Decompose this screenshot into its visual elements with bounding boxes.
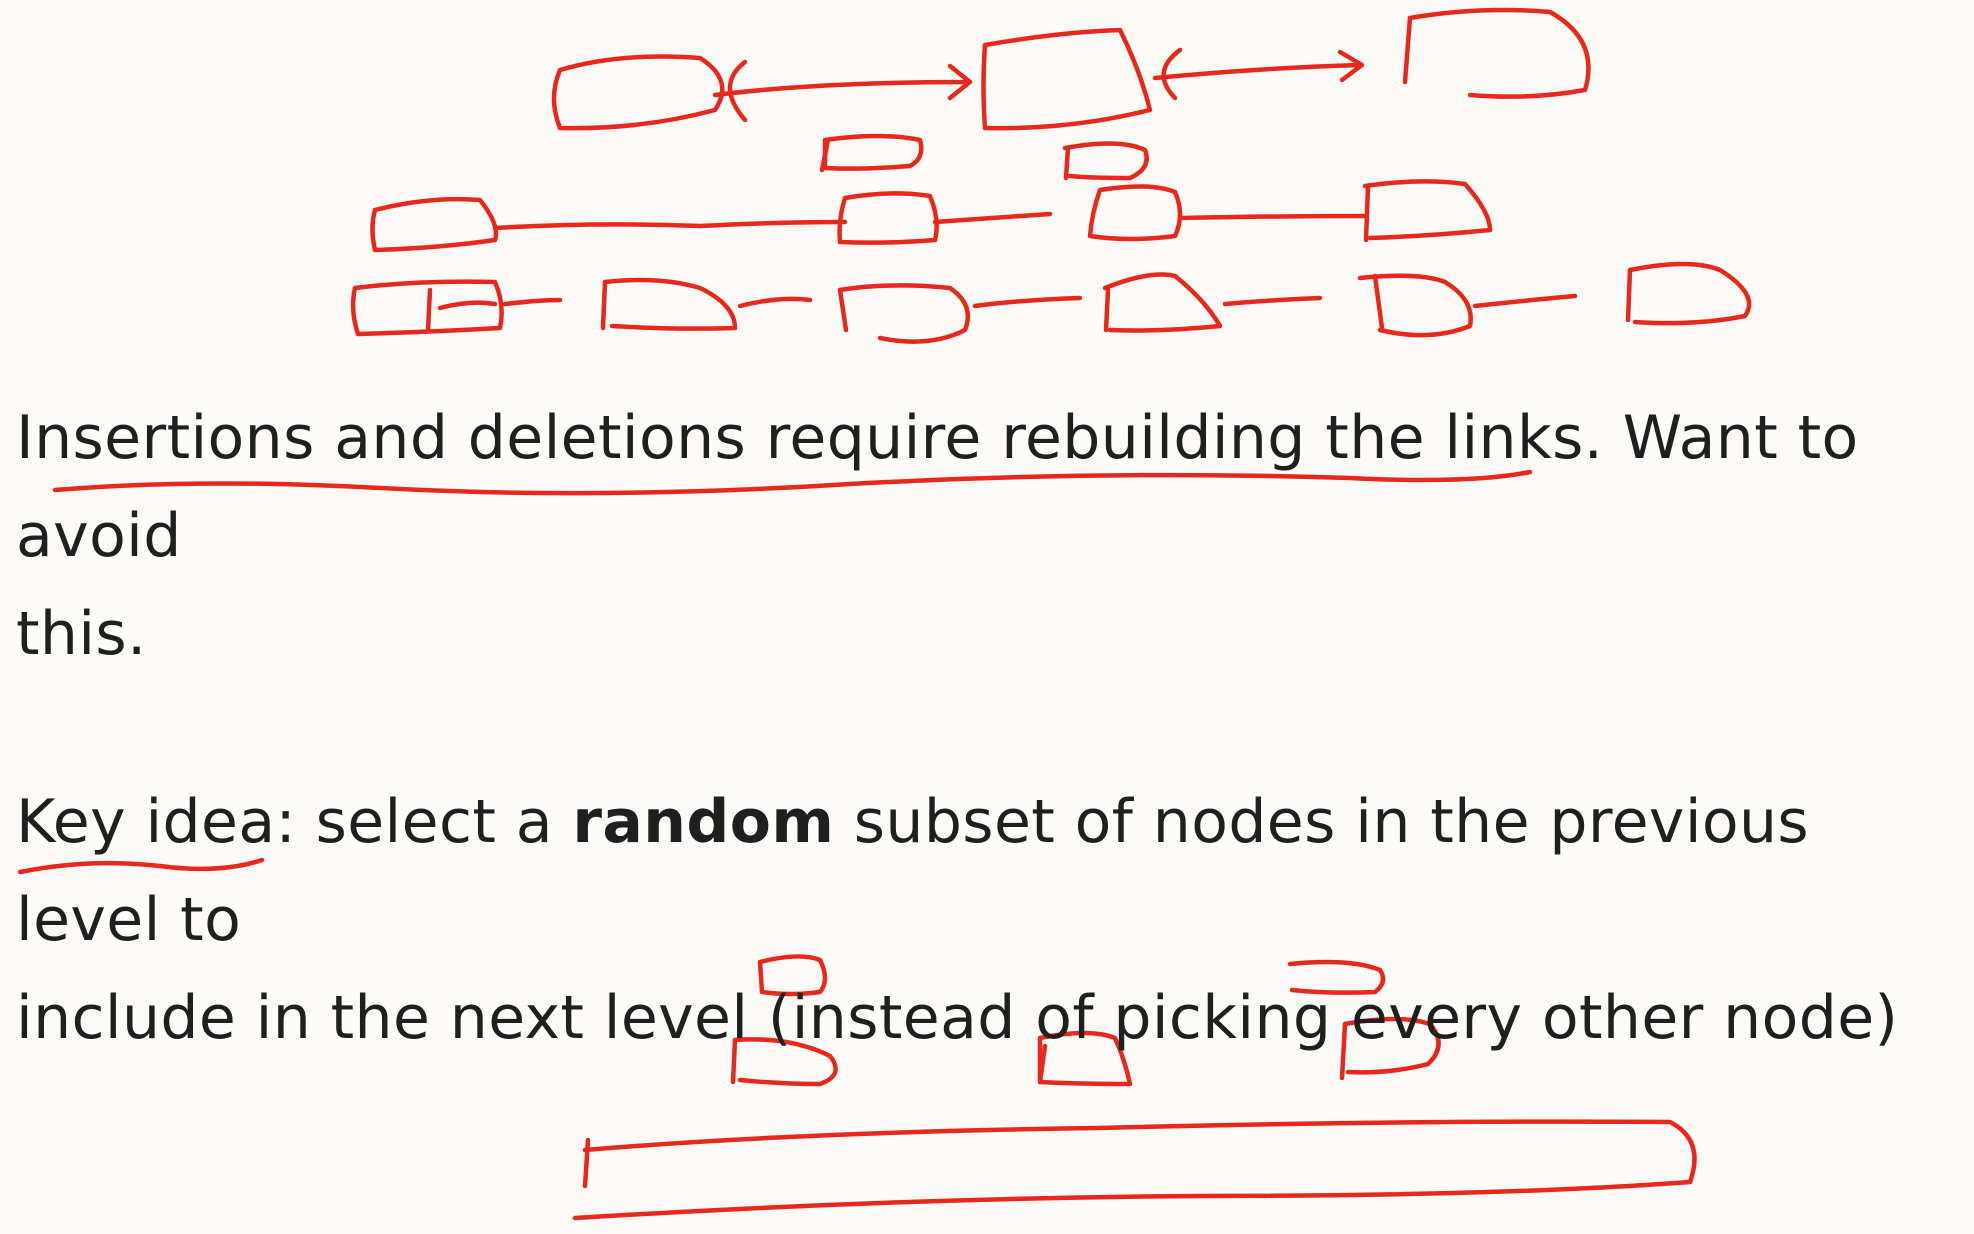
key-idea-colon: : select a xyxy=(275,787,573,857)
node-small-b xyxy=(1062,141,1149,181)
node-l3-a xyxy=(551,54,725,131)
node-l2-b xyxy=(837,191,939,245)
node-l1-c xyxy=(837,283,971,344)
keyword-random: random xyxy=(572,787,835,857)
node-l2-c xyxy=(1087,184,1183,242)
arrow-l3-ab xyxy=(712,79,971,98)
node-l2-a xyxy=(370,196,499,253)
paragraph-key-idea: Key idea: select a random subset of node… xyxy=(16,773,1966,1067)
node-l1-d xyxy=(1102,272,1223,333)
long-base-bar xyxy=(572,1119,1697,1221)
key-idea-line-2: include in the next level (instead of pi… xyxy=(16,983,1899,1053)
node-small-a xyxy=(822,133,924,171)
link-l2 xyxy=(492,219,848,231)
paragraph-insertions: Insertions and deletions require rebuild… xyxy=(16,389,1966,683)
node-l1-f xyxy=(1627,261,1752,326)
sentence-insertions-cont: this. xyxy=(16,599,147,669)
node-l1-b xyxy=(602,277,738,331)
key-idea-rest: subset of nodes in the previous level to xyxy=(16,787,1810,955)
sentence-insertions: Insertions and deletions require rebuild… xyxy=(16,403,1859,571)
arrow-l3-bc xyxy=(1152,62,1363,81)
node-l1-a xyxy=(350,279,504,337)
node-l3-c xyxy=(1407,7,1591,99)
node-l2-d xyxy=(1362,179,1493,241)
skip-list-diagram-top xyxy=(350,7,1752,344)
link-l1 xyxy=(437,300,498,311)
node-l3-b xyxy=(981,27,1153,131)
node-l1-e xyxy=(1357,273,1473,338)
key-idea-label: Key idea xyxy=(16,787,276,857)
